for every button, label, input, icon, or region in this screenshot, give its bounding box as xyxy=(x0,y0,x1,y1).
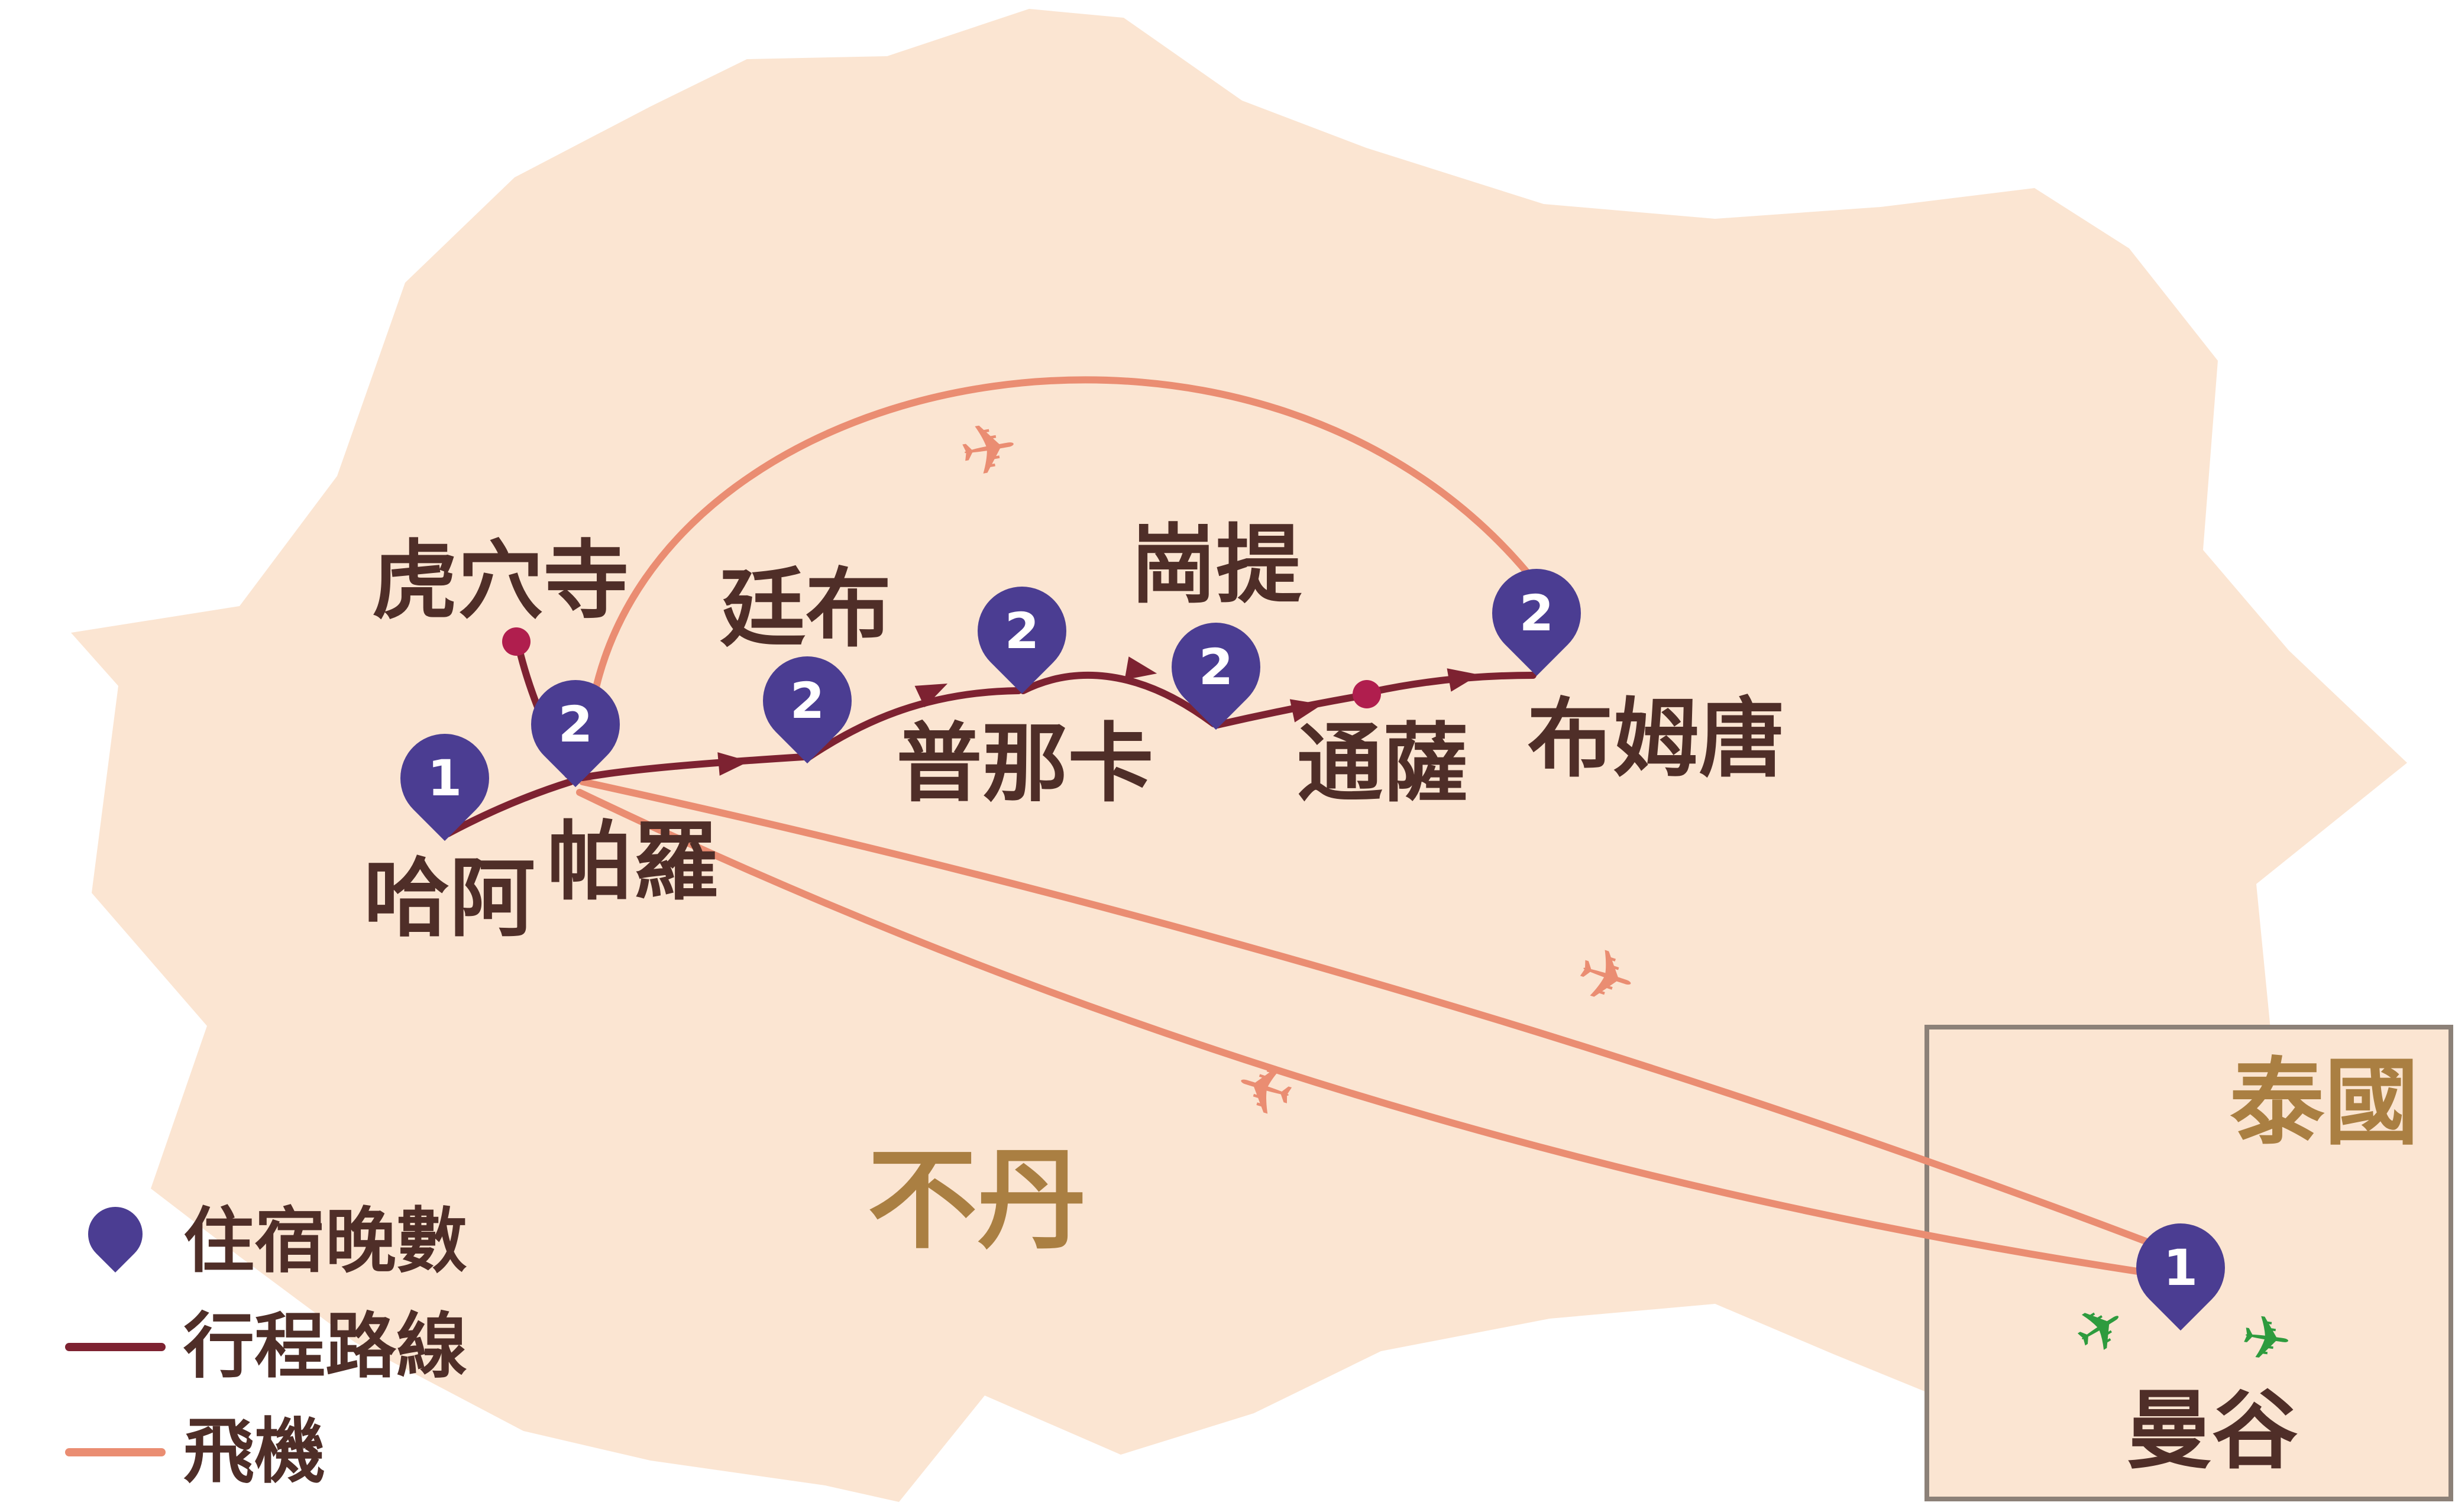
flight-line-paro-bangkok xyxy=(579,778,2169,1252)
pin-bumthang: 2 xyxy=(1473,550,1600,676)
pin-nights: 2 xyxy=(558,695,593,753)
route-punakha-gangtey xyxy=(1020,671,1217,727)
label-haa: 哈阿 xyxy=(364,849,535,949)
route-arrow-icon xyxy=(1124,656,1157,680)
route-gangtey-trongsa xyxy=(1214,692,1364,729)
pin-gangtey: 2 xyxy=(1153,604,1279,730)
airplane-icon: ✈ xyxy=(2236,1301,2296,1378)
route-arrow-icon xyxy=(1447,668,1480,692)
airplane-icon: ✈ xyxy=(953,404,1024,494)
pin-paro: 2 xyxy=(512,661,639,788)
label-punakha: 普那卡 xyxy=(896,714,1154,814)
legend: 住宿晚數 行程路線 飛機 xyxy=(47,1194,467,1500)
route-paro-thimphu xyxy=(579,753,807,781)
label-bumthang: 布姆唐 xyxy=(1527,689,1785,789)
legend-item-nights: 住宿晚數 xyxy=(47,1194,467,1289)
legend-item-route: 行程路線 xyxy=(47,1300,467,1394)
pin-punakha: 2 xyxy=(959,568,1085,694)
route-arrow-icon xyxy=(717,752,749,776)
label-trongsa: 通薩 xyxy=(1297,714,1469,814)
map-pin-icon xyxy=(88,1207,143,1261)
legend-item-flight: 飛機 xyxy=(47,1405,467,1500)
legend-nights-label: 住宿晚數 xyxy=(183,1200,467,1283)
label-bangkok: 曼谷 xyxy=(2126,1381,2298,1481)
label-gangtey: 崗提 xyxy=(1130,515,1302,616)
pin-nights: 2 xyxy=(1198,638,1234,696)
pin-nights: 1 xyxy=(2163,1239,2198,1297)
pin-nights: 2 xyxy=(1004,602,1040,660)
country-label-thailand: 泰國 xyxy=(2229,1047,2420,1158)
legend-flight-label: 飛機 xyxy=(183,1411,325,1493)
waypoint-dot-tigers-nest xyxy=(502,627,531,656)
label-tigers-nest: 虎穴寺 xyxy=(371,531,629,632)
route-line-icon xyxy=(65,1343,166,1351)
route-haa-paro xyxy=(444,778,574,837)
flight-arc-paro-bumthang xyxy=(591,376,1541,698)
waypoint-dot-trongsa xyxy=(1353,680,1381,708)
pin-thimphu: 2 xyxy=(744,637,871,764)
route-thimphu-punakha xyxy=(804,687,1022,762)
flight-line-bangkok-paro xyxy=(576,789,2173,1280)
flight-line-icon xyxy=(65,1448,166,1456)
legend-route-label: 行程路線 xyxy=(183,1306,467,1388)
pin-nights: 2 xyxy=(1519,584,1554,642)
pin-nights: 2 xyxy=(790,672,825,730)
pin-bangkok: 1 xyxy=(2117,1205,2244,1331)
country-label-bhutan: 不丹 xyxy=(868,1136,1086,1264)
pin-haa: 1 xyxy=(381,715,508,841)
route-arrow-icon xyxy=(914,684,948,708)
pin-nights: 1 xyxy=(427,749,462,807)
label-paro: 帕羅 xyxy=(547,812,719,912)
route-arrow-icon xyxy=(1289,699,1322,723)
label-thimphu: 廷布 xyxy=(720,559,891,659)
